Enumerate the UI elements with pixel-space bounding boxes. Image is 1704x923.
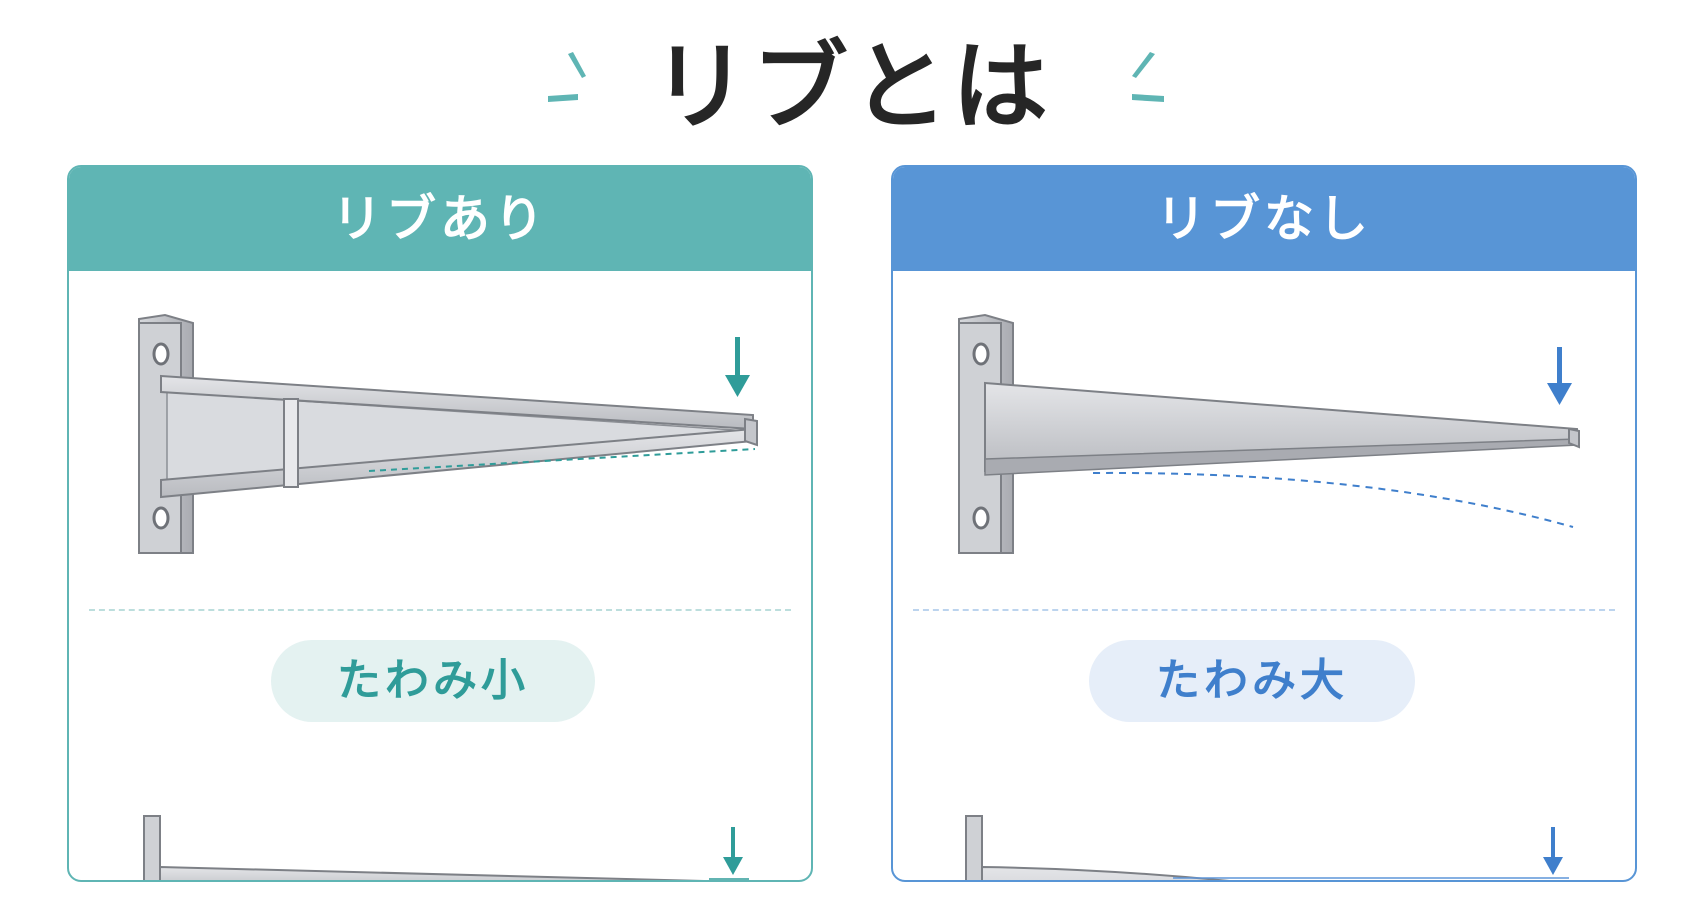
deflection-diagram-large xyxy=(965,815,1569,880)
rib-stiffener xyxy=(283,398,299,488)
plain-bracket-illustration xyxy=(958,313,1580,880)
page-title: リブとは xyxy=(652,31,1052,143)
title-sparkle-left-icon xyxy=(548,52,586,102)
panel-header-with-rib: リブあり xyxy=(69,167,811,271)
ribbed-bracket-illustration xyxy=(138,313,758,880)
title-area: リブとは xyxy=(0,0,1704,160)
load-arrow-icon xyxy=(1547,347,1572,405)
panel-divider xyxy=(913,609,1615,611)
panel-with-rib: リブあり xyxy=(67,165,813,882)
result-badge-large-deflection: たわみ大 xyxy=(1089,640,1415,722)
result-badge-small-deflection: たわみ小 xyxy=(271,640,595,722)
panel-divider xyxy=(89,609,791,611)
panel-without-rib: リブなし xyxy=(891,165,1637,882)
title-sparkle-right-icon xyxy=(1132,52,1164,102)
load-arrow-icon xyxy=(725,337,750,397)
tapered-beam xyxy=(984,381,1580,476)
deflection-diagram-small xyxy=(143,815,749,880)
deflection-line xyxy=(368,448,756,472)
panel-header-without-rib: リブなし xyxy=(893,167,1635,271)
deflection-line xyxy=(1092,471,1574,528)
